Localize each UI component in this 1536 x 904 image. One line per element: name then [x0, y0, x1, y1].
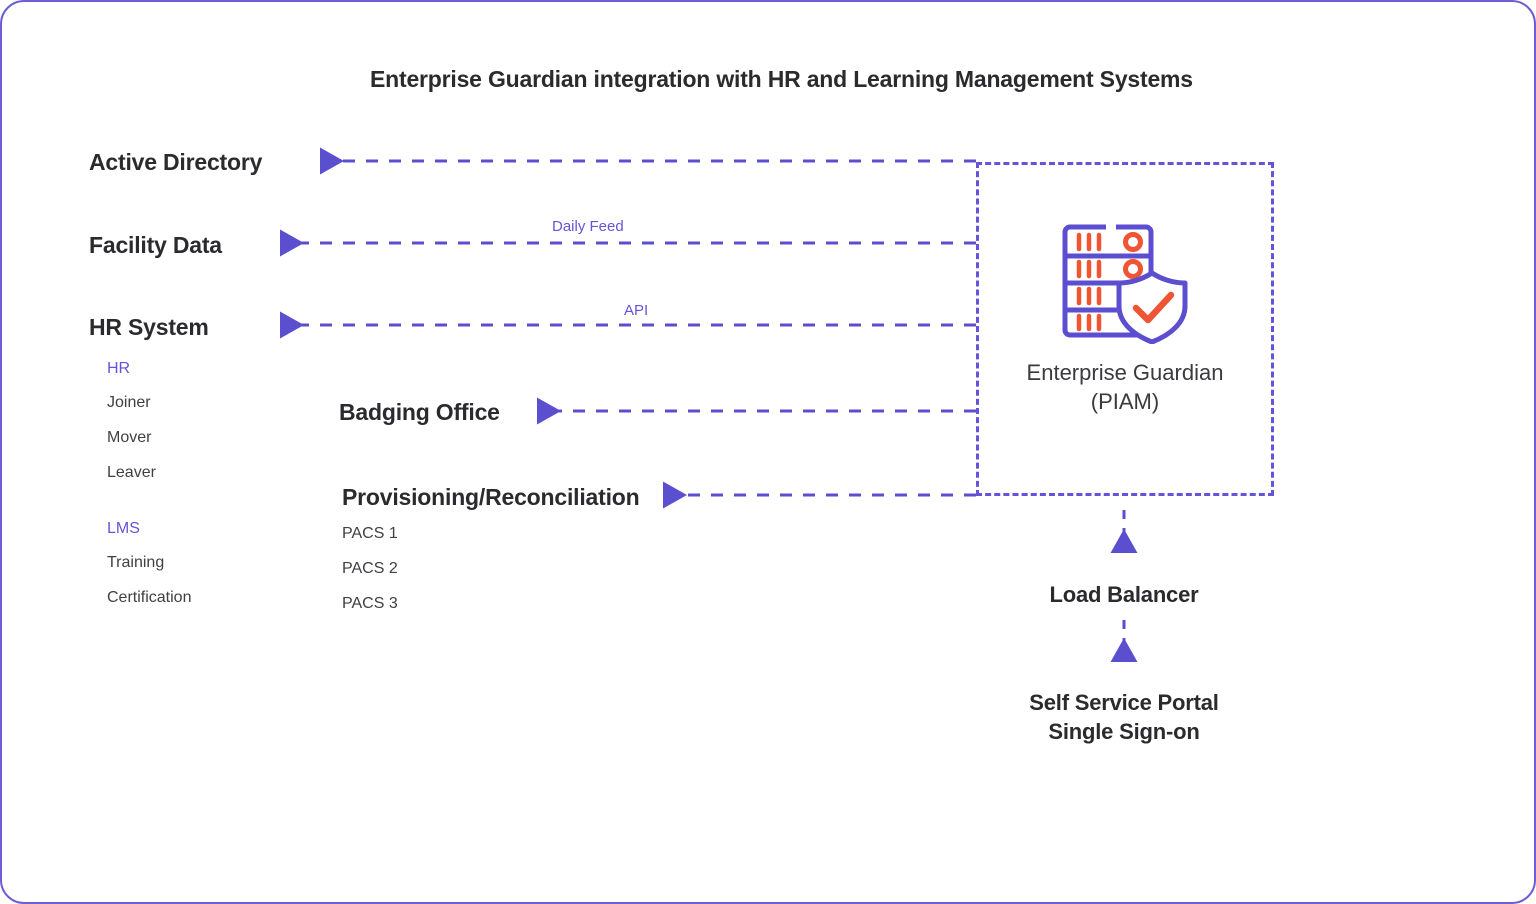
guardian-caption-line-1: Enterprise Guardian: [1026, 360, 1224, 385]
node-badging-office[interactable]: Badging Office: [339, 399, 500, 425]
node-hr-system[interactable]: HR System: [89, 314, 209, 340]
list-item-pacs-2[interactable]: PACS 2: [342, 560, 398, 577]
list-item-pacs-3[interactable]: PACS 3: [342, 595, 398, 612]
list-item-mover[interactable]: Mover: [107, 429, 152, 446]
list-item-leaver[interactable]: Leaver: [107, 464, 156, 481]
node-load-balancer[interactable]: Load Balancer: [1049, 582, 1199, 607]
guardian-caption-line-2: (PIAM): [1090, 389, 1160, 415]
node-active-directory[interactable]: Active Directory: [89, 149, 263, 175]
edge-label-daily-feed: Daily Feed: [552, 218, 624, 235]
list-item-pacs-1[interactable]: PACS 1: [342, 525, 398, 542]
group-heading-lms: LMS: [107, 520, 140, 537]
enterprise-guardian-content: Enterprise Guardian (PIAM): [976, 162, 1274, 496]
server-shield-check-icon: [1062, 224, 1188, 344]
self-service-portal-line-2: Single Sign-on: [1048, 719, 1200, 745]
node-self-service-portal[interactable]: Self Service Portal Single Sign-on: [974, 688, 1274, 746]
list-item-joiner[interactable]: Joiner: [107, 394, 151, 411]
node-provisioning-reconciliation[interactable]: Provisioning/Reconciliation: [342, 484, 640, 510]
edge-label-api: API: [624, 302, 649, 319]
enterprise-guardian-caption: Enterprise Guardian (PIAM): [1027, 358, 1224, 416]
list-item-certification[interactable]: Certification: [107, 589, 192, 606]
node-facility-data[interactable]: Facility Data: [89, 232, 222, 258]
enterprise-guardian-container[interactable]: [976, 162, 1274, 496]
group-heading-hr: HR: [107, 360, 131, 377]
diagram-title: Enterprise Guardian integration with HR …: [370, 66, 1193, 92]
list-item-training[interactable]: Training: [107, 554, 165, 571]
self-service-portal-line-1: Self Service Portal: [1029, 690, 1219, 715]
